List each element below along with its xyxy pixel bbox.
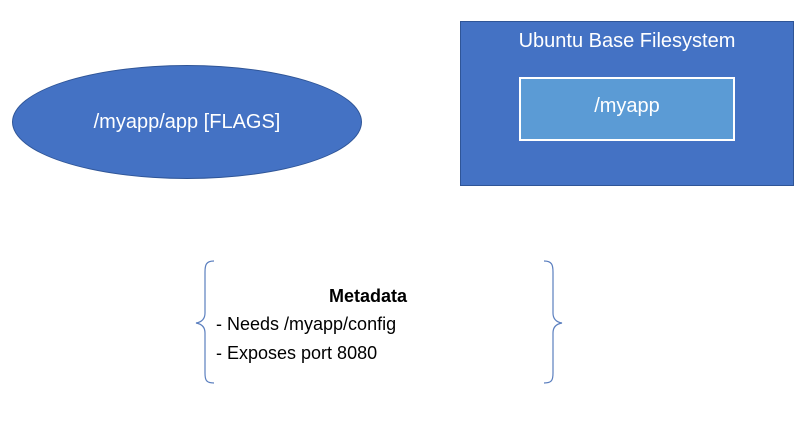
base-filesystem-title: Ubuntu Base Filesystem [518,30,736,52]
right-brace [543,260,563,384]
metadata-line-config: - Needs /myapp/config [216,314,397,334]
app-process-ellipse: /myapp/app [FLAGS] [12,65,362,179]
app-directory-label: /myapp [594,94,660,117]
base-filesystem-box: Ubuntu Base Filesystem /myapp [460,21,794,186]
app-directory-box: /myapp [519,77,735,141]
left-brace [195,260,215,384]
metadata-title: Metadata [329,286,408,306]
metadata-line-port: - Exposes port 8080 [216,343,378,363]
app-process-label: /myapp/app [FLAGS] [93,110,281,133]
